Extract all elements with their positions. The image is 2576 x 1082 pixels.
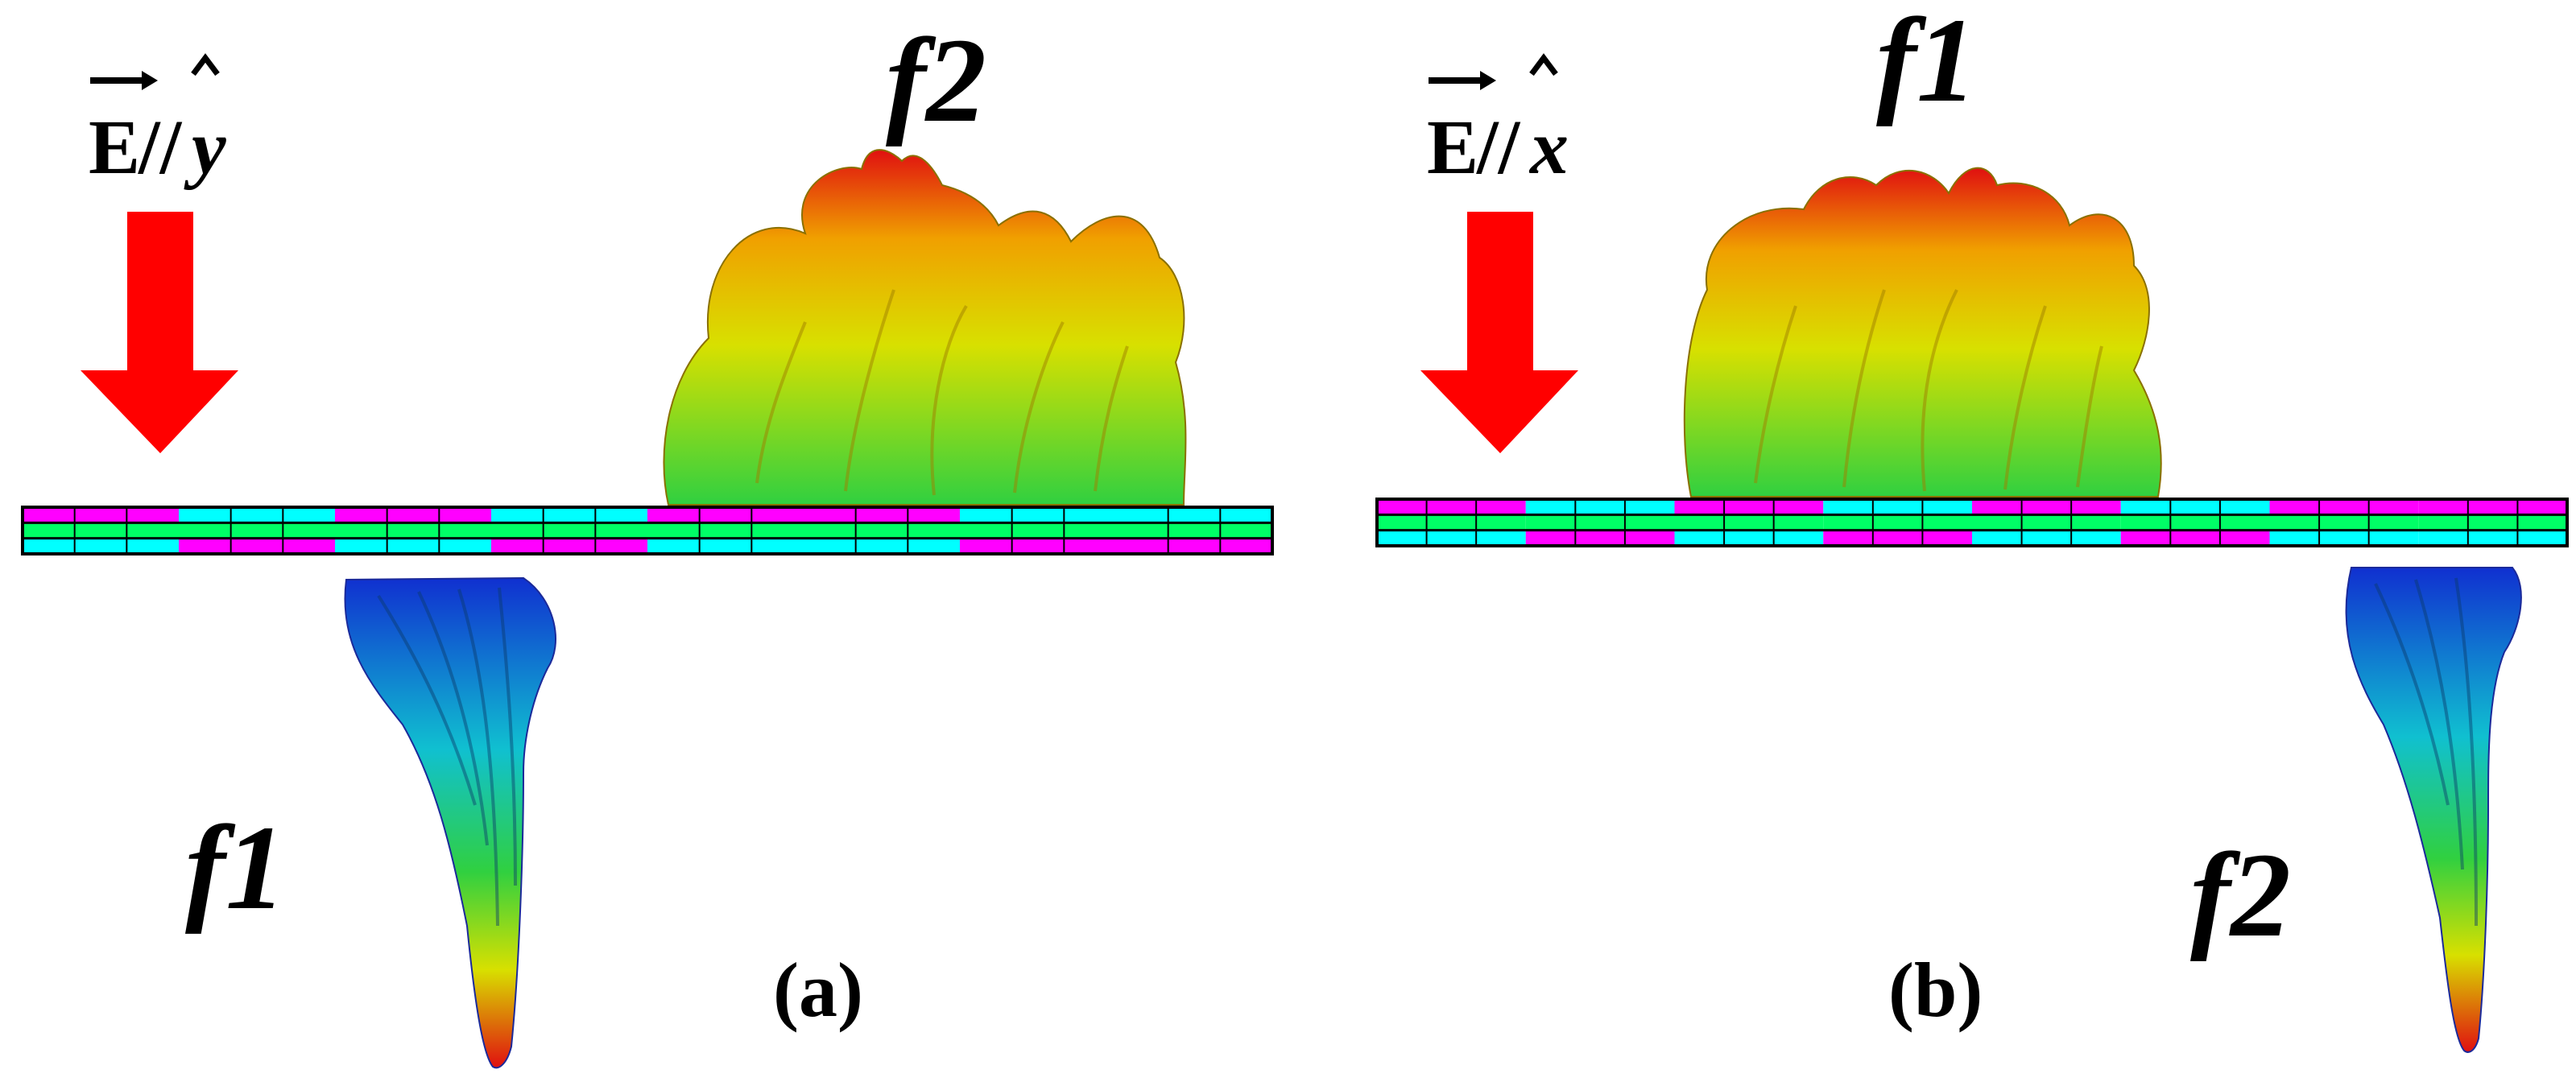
panel-b-lower-beam-label: f2 bbox=[2190, 828, 2291, 962]
metasurface-cell-group bbox=[2120, 499, 2270, 515]
metasurface-cell-group bbox=[1823, 514, 1972, 531]
panel-b-field-label: E // x bbox=[1427, 53, 1569, 190]
metasurface-cell-group bbox=[1972, 499, 2121, 515]
metasurface-cell-group bbox=[2269, 499, 2419, 515]
panel-a-field-vector: E bbox=[89, 104, 140, 190]
panel-b-upper-beam-label: f1 bbox=[1876, 0, 1977, 127]
metasurface-cell-group bbox=[1674, 514, 1824, 531]
metasurface-cell-group bbox=[335, 538, 491, 554]
metasurface-cell-group bbox=[647, 538, 804, 554]
metasurface-cell-group bbox=[335, 507, 491, 523]
metasurface-cell-group bbox=[23, 522, 179, 539]
panel-a-field-label: E // y bbox=[89, 53, 226, 190]
panel-a-field-separator: // bbox=[138, 104, 183, 190]
metasurface-cell-group bbox=[960, 522, 1116, 539]
metasurface-cell-group bbox=[491, 538, 647, 554]
metasurface-cell-group bbox=[23, 538, 179, 554]
metasurface-cell-group bbox=[2269, 530, 2419, 546]
panel-b-incident-arrow-icon bbox=[1420, 212, 1578, 453]
panel-b-metasurface bbox=[1375, 498, 2569, 547]
metasurface-cell-group bbox=[1377, 514, 1526, 531]
panel-a-metasurface bbox=[21, 506, 1274, 555]
metasurface-frame bbox=[1375, 498, 2569, 547]
vector-arrow-icon bbox=[1429, 71, 1496, 90]
metasurface-cell-group bbox=[2418, 530, 2567, 546]
panel-a-upper-beam bbox=[663, 149, 1187, 506]
metasurface-cell-group bbox=[1377, 530, 1526, 546]
metasurface-cell-group bbox=[1525, 530, 1675, 546]
panel-b: E // x f1 f2 (b) bbox=[1375, 0, 2569, 1053]
panel-a-upper-beam-label: f2 bbox=[886, 14, 986, 147]
metasurface-cell-group bbox=[1116, 522, 1272, 539]
panel-b-lower-beam bbox=[2345, 567, 2522, 1053]
metasurface-cell-group bbox=[647, 522, 804, 539]
panel-a-incident-arrow-icon bbox=[81, 212, 238, 453]
unit-vector-hat-icon bbox=[191, 53, 220, 76]
panel-b-caption: (b) bbox=[1888, 947, 1983, 1033]
metasurface-cell-group bbox=[1525, 499, 1675, 515]
metasurface-cell-group bbox=[1525, 514, 1675, 531]
panel-a-lower-beam bbox=[344, 576, 556, 1069]
panel-a: E // y f2 f1 (a) bbox=[21, 14, 1274, 1069]
panel-a-field-axis: y bbox=[184, 104, 226, 190]
vector-arrow-icon bbox=[90, 71, 158, 90]
metasurface-cell-group bbox=[804, 522, 960, 539]
panel-b-field-axis: x bbox=[1528, 104, 1569, 190]
metasurface-cell-group bbox=[491, 522, 647, 539]
metasurface-cell-group bbox=[1377, 499, 1526, 515]
metasurface-cell-group bbox=[1823, 499, 1972, 515]
metasurface-cell-group bbox=[2418, 499, 2567, 515]
panel-b-upper-beam bbox=[1683, 167, 2162, 498]
metasurface-cell-group bbox=[960, 538, 1116, 554]
metasurface-cell-group bbox=[2269, 514, 2419, 531]
metasurface-cell-group bbox=[2418, 514, 2567, 531]
panel-b-field-vector: E bbox=[1427, 104, 1478, 190]
metasurface-cell-group bbox=[960, 507, 1116, 523]
metasurface-cell-group bbox=[1823, 530, 1972, 546]
metasurface-cell-group bbox=[335, 522, 491, 539]
unit-vector-hat-icon bbox=[1529, 53, 1558, 76]
metasurface-cell-group bbox=[179, 538, 335, 554]
metasurface-cell-group bbox=[179, 507, 335, 523]
metasurface-cell-group bbox=[1674, 530, 1824, 546]
metasurface-cell-group bbox=[179, 522, 335, 539]
metasurface-cell-group bbox=[1972, 530, 2121, 546]
panel-a-lower-beam-label: f1 bbox=[185, 801, 286, 935]
metasurface-cell-group bbox=[23, 507, 179, 523]
metasurface-cell-group bbox=[647, 507, 804, 523]
metasurface-cell-group bbox=[1972, 514, 2121, 531]
metasurface-frame bbox=[21, 506, 1274, 555]
panel-a-caption: (a) bbox=[773, 947, 863, 1033]
metasurface-cell-group bbox=[1116, 507, 1272, 523]
metasurface-cell-group bbox=[1116, 538, 1272, 554]
metasurface-cell-group bbox=[2120, 530, 2270, 546]
metasurface-cell-group bbox=[491, 507, 647, 523]
metasurface-cell-group bbox=[2120, 514, 2270, 531]
metasurface-cell-group bbox=[804, 507, 960, 523]
panel-b-field-separator: // bbox=[1476, 104, 1521, 190]
metasurface-cell-group bbox=[1674, 499, 1824, 515]
metasurface-cell-group bbox=[804, 538, 960, 554]
